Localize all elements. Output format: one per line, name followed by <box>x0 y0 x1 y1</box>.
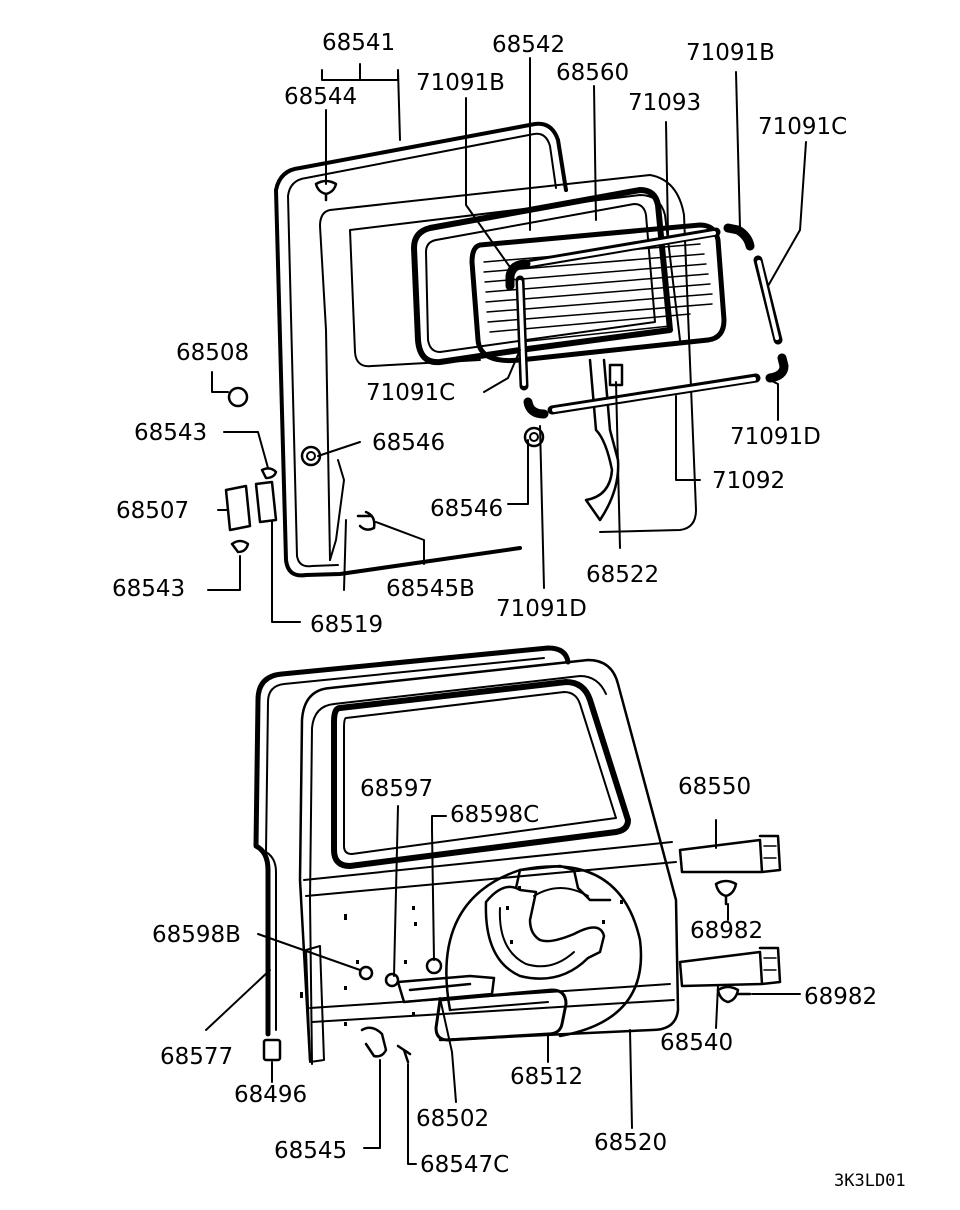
hinge-upper-68550-detail <box>763 845 777 859</box>
glass-channel-inner <box>425 203 656 353</box>
label-68577: 68577 <box>160 1044 233 1070</box>
spare-tire-mount-inner <box>498 887 589 968</box>
label-68496: 68496 <box>234 1082 307 1108</box>
upper-assembly <box>207 57 807 623</box>
label-68547c: 68547C <box>420 1152 509 1178</box>
door-outer-skin <box>298 658 680 1062</box>
label-71091c-right: 71091C <box>758 114 847 140</box>
label-68543-top: 68543 <box>134 420 207 446</box>
door-crease-upper <box>303 841 677 897</box>
moulding-bottom-71092-inner <box>552 377 756 412</box>
hinge-lower-68540-detail <box>763 957 777 971</box>
door-window-glass-inner <box>343 691 617 855</box>
leaders-upper <box>207 57 807 623</box>
screw-68543-top <box>260 467 278 480</box>
label-68598b: 68598B <box>152 922 241 948</box>
bolt-68982-lower <box>716 985 752 1004</box>
leaders-lower <box>205 805 801 1165</box>
moulding-corner-bl <box>523 397 549 419</box>
door-window-glass <box>331 679 631 869</box>
door-weatherstrip-inner <box>265 657 545 1031</box>
moulding-corner-tl <box>505 259 531 291</box>
label-68982-upper: 68982 <box>690 918 763 944</box>
hinge-upper-68550 <box>678 834 782 874</box>
moulding-right-71091c-inner <box>757 260 779 340</box>
label-68982-lower: 68982 <box>804 984 877 1010</box>
label-71091d-bottom: 71091D <box>496 596 587 622</box>
label-68560: 68560 <box>556 60 629 86</box>
latch-bolt-68598c <box>425 957 443 975</box>
label-68545: 68545 <box>274 1138 347 1164</box>
door-panel-edge <box>329 459 347 591</box>
moulding-corner-br <box>765 353 789 383</box>
label-68550: 68550 <box>678 774 751 800</box>
label-68597: 68597 <box>360 776 433 802</box>
label-68502: 68502 <box>416 1106 489 1132</box>
door-panel-outline <box>319 174 697 561</box>
label-71091b-right: 71091B <box>686 40 775 66</box>
label-68522: 68522 <box>586 562 659 588</box>
part-labels: 68541 68542 68560 71091B 71091B 71093 71… <box>112 30 906 1191</box>
label-68546-left: 68546 <box>372 430 445 456</box>
grommet-68508 <box>227 386 249 408</box>
weatherstrip-outer <box>274 121 568 578</box>
label-68546-right: 68546 <box>430 496 503 522</box>
label-68520: 68520 <box>594 1130 667 1156</box>
door-handle-68512-inner <box>449 1001 549 1011</box>
label-68507: 68507 <box>116 498 189 524</box>
bumper-68546-right-inner <box>529 432 539 442</box>
latch-bolt-68598b <box>358 965 374 981</box>
label-68541: 68541 <box>322 30 395 56</box>
door-hinge-side <box>305 945 325 1063</box>
window-opening-lower <box>584 358 620 522</box>
label-68542: 68542 <box>492 32 565 58</box>
label-71092: 71092 <box>712 468 785 494</box>
striker-68507 <box>224 480 278 532</box>
latch-bolt-68597 <box>384 972 400 988</box>
hinge-lower-68540 <box>678 946 782 988</box>
clip-68547c <box>396 1044 412 1064</box>
door-inner-edge <box>309 675 607 1065</box>
cap-68496 <box>262 1038 282 1062</box>
drawing-code: 3K3LD01 <box>834 1171 906 1191</box>
bumper-68546-right <box>523 426 545 448</box>
label-71091b-left: 71091B <box>416 70 505 96</box>
weatherstrip-outer-inner-edge <box>287 132 557 568</box>
label-68543-bottom: 68543 <box>112 576 185 602</box>
glass-channel <box>411 187 673 366</box>
screw-68543-bottom <box>230 539 250 554</box>
label-68540: 68540 <box>660 1030 733 1056</box>
lower-assembly <box>205 645 801 1165</box>
door-weatherstrip <box>253 645 571 1037</box>
label-68508: 68508 <box>176 340 249 366</box>
bolt-68982-upper <box>714 879 738 906</box>
label-68519: 68519 <box>310 612 383 638</box>
moulding-left-71091c-inner <box>518 280 526 386</box>
label-68544: 68544 <box>284 84 357 110</box>
label-68598c: 68598C <box>450 802 539 828</box>
moulding-top-71091b-inner <box>528 231 716 266</box>
bumper-68546-left-inner <box>306 451 316 461</box>
spare-tire-mount-recess <box>484 864 612 980</box>
label-71091c-left: 71091C <box>366 380 455 406</box>
label-68545b: 68545B <box>386 576 475 602</box>
door-holes <box>300 886 623 1026</box>
door-latch-68502 <box>396 974 496 1004</box>
label-71091d-right: 71091D <box>730 424 821 450</box>
bolt-68545b <box>356 510 376 531</box>
spare-tire-mount <box>445 865 643 1038</box>
door-handle-68512 <box>434 988 568 1042</box>
label-71093: 71093 <box>628 90 701 116</box>
label-68512: 68512 <box>510 1064 583 1090</box>
moulding-corner-tr <box>723 223 755 251</box>
lock-cylinder-68545 <box>360 1026 388 1058</box>
